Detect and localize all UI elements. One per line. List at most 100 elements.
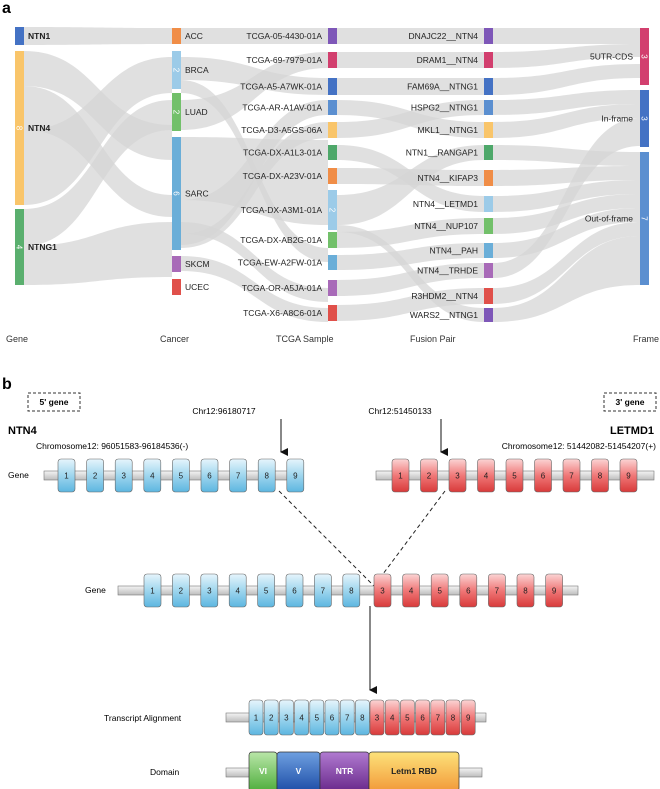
right-exon-5 [505,458,524,493]
cancer-node-luad [172,93,181,131]
gene-row-label: Gene [8,470,29,480]
gene-count: 8 [15,126,24,131]
pair-node-ntn4-pah [484,243,493,258]
transcript-left-exon-7-label: 7 [345,714,350,723]
gene-count: 4 [15,245,24,250]
right-exon-3-label: 3 [455,472,460,481]
flow-ntn1-acc [24,27,172,45]
transcript-right-exon-4-label: 4 [390,714,395,723]
gene-label: NTNG1 [28,242,57,252]
transcript-left-exon-6 [324,699,340,736]
column-label-frame: Frame [633,334,659,344]
cancer-label: LUAD [185,107,208,117]
fusion-right-exon-8 [516,573,535,608]
gene-node-ntn1 [15,27,24,45]
sample-count: 2 [328,208,337,213]
flow-f12 [493,222,640,304]
cancer-label: SARC [185,189,209,199]
left-exon-1 [57,458,76,493]
sample-label: TCGA-DX-AB2G-01A [240,235,322,245]
column-label-fusion-pair: Fusion Pair [410,334,456,344]
fusion-left-exon-2 [172,573,190,608]
left-exon-3-label: 3 [121,472,126,481]
flow-f6 [493,145,640,166]
sample-node-tcga-dx-a3m1-01a [328,190,337,230]
fusion-right-exon-8-label: 8 [523,587,528,596]
transcript-left-exon-1 [248,699,264,736]
fusion-right-exon-9 [545,573,563,608]
panel-b-letter: b [2,376,12,393]
transcript-left-exon-5-label: 5 [315,714,320,723]
left-exon-9 [286,458,305,493]
five-prime-label: 5' gene [40,397,69,407]
pair-label: FAM69A__NTNG1 [407,82,478,92]
flow-ntng1-luad [24,100,172,246]
flow-pair12 [337,288,484,321]
fusion-right-exon-6-label: 6 [466,587,471,596]
transcript-right-exon-4 [384,699,400,736]
flow-f3 [493,64,640,95]
three-prime-label: 3' gene [616,397,645,407]
sample-node-tcga-ew-a2fw-01a [328,255,337,270]
sample-label: TCGA-OR-A5JA-01A [242,283,323,293]
transcript-left-exon-2-label: 2 [269,714,274,723]
transcript-row-label: Transcript Alignment [104,713,182,723]
gene-label: NTN1 [28,31,50,41]
domain-label-v: V [296,766,302,776]
flow-ntn4-mid [24,86,172,217]
fusion-right-exon-9-label: 9 [552,587,557,596]
pair-label: NTN1__RANGAP1 [406,148,479,158]
sample-label: TCGA-DX-A1L3-01A [243,148,322,158]
cancer-count: 6 [172,191,181,196]
fusion-left-exon-7 [314,573,332,608]
transcript-left-exon-5 [309,699,325,736]
fusion-left-exon-2-label: 2 [179,587,184,596]
left-exon-6-label: 6 [207,472,212,481]
right-exon-9 [619,458,638,493]
flow-f9 [493,194,640,234]
pair-node-ntn1-rangap1 [484,145,493,160]
fusion-left-exon-8 [342,573,361,608]
fusion-right-exon-7 [488,573,506,608]
sample-label: TCGA-D3-A5GS-06A [241,125,322,135]
left-exon-9-label: 9 [293,472,298,481]
pair-node-wars2-ntng1 [484,308,493,322]
sankey-nodes: NTN1NTN48NTNG14ACCBRCA2LUAD2SARC6SKCMUCE… [15,27,649,322]
fusion-right-exon-5-label: 5 [437,587,442,596]
domain-label-letm1-rbd: Letm1 RBD [391,766,437,776]
fusion-left-exon-3-label: 3 [207,587,212,596]
fusion-right-exon-6 [459,573,478,608]
pair-label: NTN4__PAH [430,246,479,256]
sample-label: TCGA-05-4430-01A [246,31,322,41]
left-exon-1-label: 1 [64,472,69,481]
sample-node-tcga-d3-a5gs-06a [328,122,337,138]
fusion-left-exon-4 [228,573,247,608]
right-exon-6 [534,458,552,493]
left-exon-4 [143,458,162,493]
sample-label: TCGA-DX-A3M1-01A [241,205,323,215]
flow-f7 [493,166,640,186]
pair-node-ntn4-kifap3 [484,170,493,186]
fusion-left-exon-5 [257,573,275,608]
pair-node-mkl1-ntng1 [484,122,493,138]
pair-label: NTN4__TRHDE [417,266,478,276]
transcript-right-exon-6 [415,699,430,736]
transcript-right-exon-3-label: 3 [375,714,380,723]
frame-count: 3 [640,116,649,121]
pair-label: NTN4__LETMD1 [413,199,478,209]
domain-row-label: Domain [150,767,180,777]
fusion-left-exon-8-label: 8 [349,587,354,596]
pair-node-hspg2-ntng1 [484,100,493,115]
left-exon-8-label: 8 [264,472,269,481]
fusion-left-exon-5-label: 5 [264,587,269,596]
frame-node-in-frame [640,90,649,147]
sample-label: TCGA-69-7979-01A [246,55,322,65]
pair-label: R3HDM2__NTN4 [411,291,478,301]
pair-label: NTN4__KIFAP3 [418,173,479,183]
gene-node-ntng1 [15,209,24,285]
frame-node-out-of-frame [640,152,649,285]
cancer-node-ucec [172,279,181,295]
fusion-right-exon-4-label: 4 [409,587,414,596]
